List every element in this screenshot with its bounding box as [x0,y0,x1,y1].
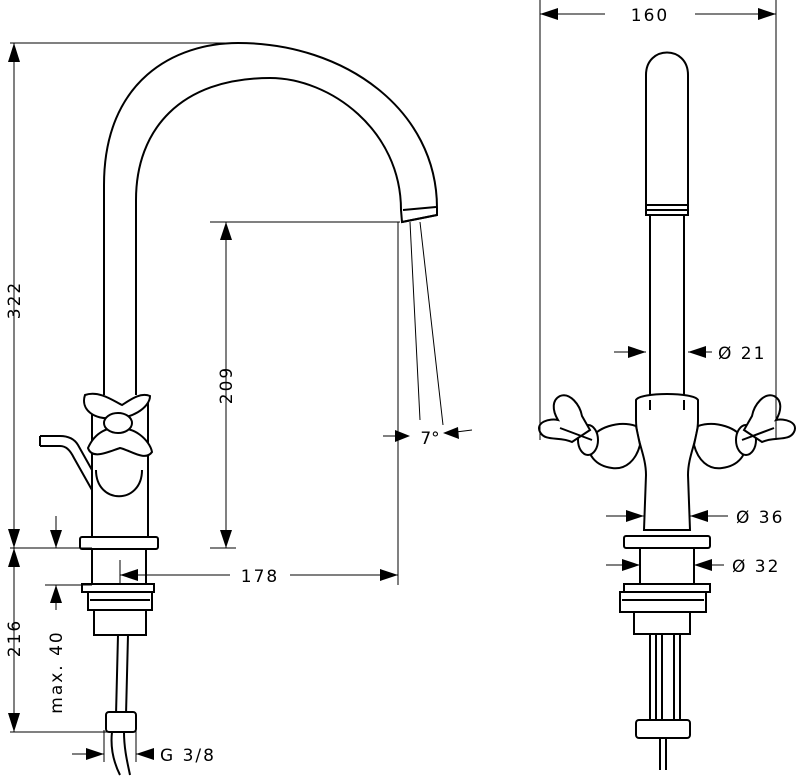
side-view-faucet [39,41,438,776]
dimension-angle-label: 7° [420,429,439,449]
spout-outlet [401,206,438,223]
dimension-body-diameter: Ø 36 [606,508,784,528]
dimension-max-thickness: max. 40 [45,516,92,714]
side-lever [40,435,93,491]
dimension-mount-diameter: Ø 32 [606,557,780,577]
dimension-overall-height: 322 [5,42,238,549]
dimension-angle: 7° [383,427,473,449]
dimension-spout-height-label: 209 [217,366,237,404]
dimension-max-thickness-label: max. 40 [47,630,67,713]
side-cross-handle [83,392,152,420]
front-left-cross-handle [538,394,592,444]
dimension-overall-width-label: 160 [631,6,669,26]
dimension-below-deck: 216 [5,547,108,733]
dimension-overall-height-label: 322 [5,281,25,319]
front-right-cross-handle [742,394,796,444]
dimension-body-diameter-label: Ø 36 [736,508,784,528]
side-supply-hose [115,634,129,716]
dimension-mount-diameter-label: Ø 32 [732,557,780,577]
dimension-connection-thread-label: G 3/8 [160,746,216,766]
front-view-faucet [538,51,796,770]
dimension-connection-thread: G 3/8 [72,730,216,766]
front-body [635,393,699,531]
dimension-spout-height: 209 [210,221,400,549]
side-body [91,395,149,540]
dimension-spout-reach: 178 [119,222,399,587]
dimension-overall-width: 160 [539,0,777,440]
side-spout [103,41,438,395]
dimension-spout-diameter: Ø 21 [614,344,766,364]
front-supply-lines [649,634,681,720]
dimension-spout-diameter-label: Ø 21 [718,344,766,364]
dimension-spout-reach-label: 178 [241,567,279,587]
front-spout [645,51,689,206]
side-base-flange [79,536,159,550]
dimension-below-deck-label: 216 [5,619,25,657]
